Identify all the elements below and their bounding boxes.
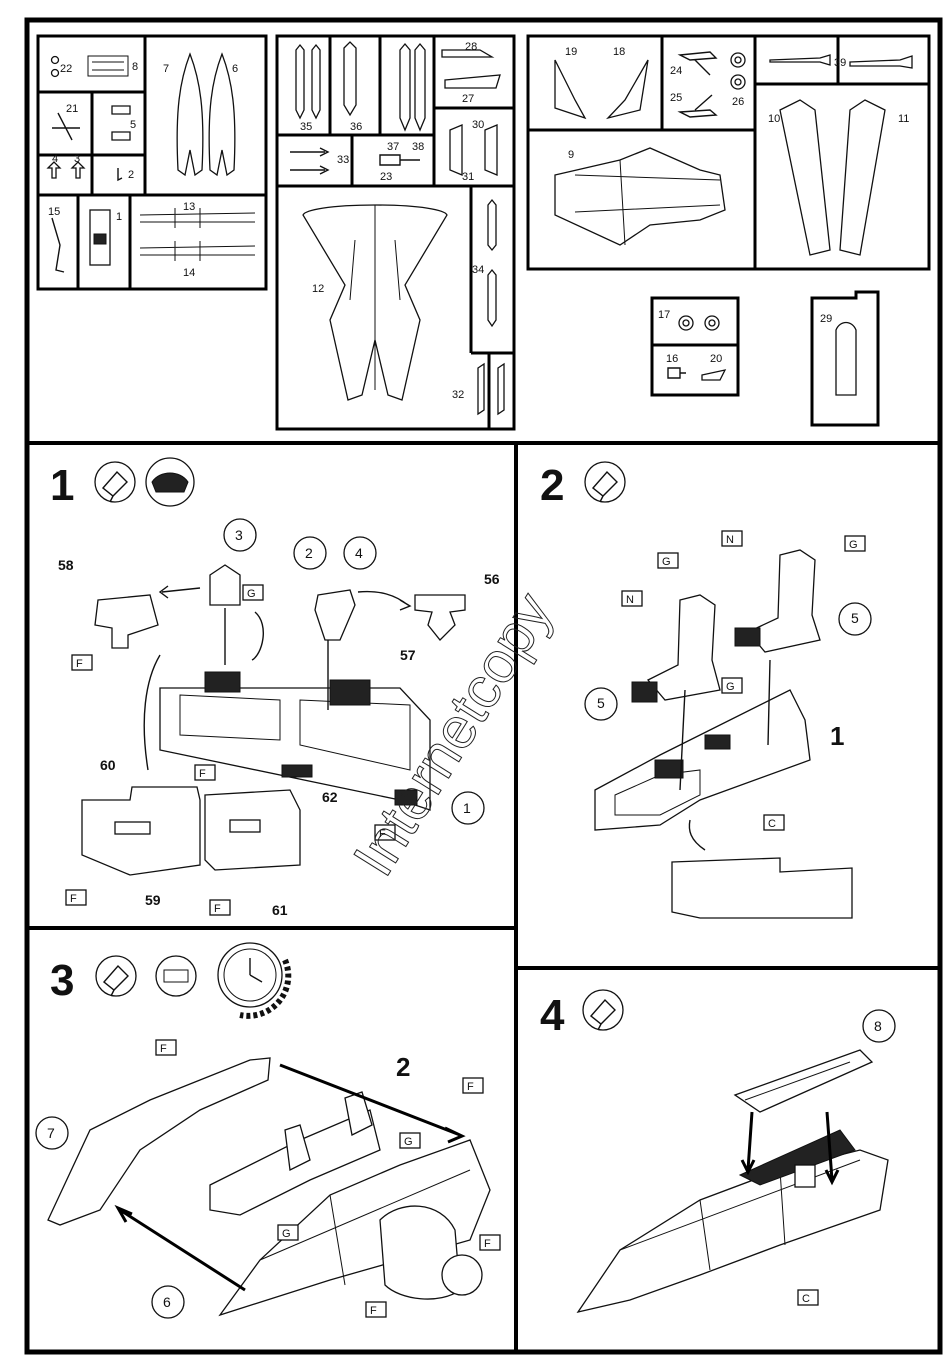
step-1-tag-f-5: F	[214, 903, 221, 915]
step-2-part-1: 1	[830, 721, 844, 751]
step-3-part-2: 2	[396, 1052, 410, 1082]
sprue-b-label-28: 28	[465, 41, 477, 53]
step-1-part-61: 61	[272, 902, 288, 918]
sprue-b-label-31: 31	[462, 171, 474, 183]
step-1-part-4: 4	[355, 545, 363, 561]
sprue-b-label-37: 37	[387, 141, 399, 153]
sprue-b-label-32: 32	[452, 389, 464, 401]
step-2: 2 5 5 1 G N N G G C	[540, 461, 871, 918]
step-3: 3 2 7 6 F F G G F F	[36, 943, 500, 1318]
step-1-part-1: 1	[463, 800, 471, 816]
sprue-a-label-2: 2	[128, 169, 134, 181]
sprue-c: 19 18 24 25 26 39 9 10 11	[528, 36, 929, 269]
step-3-tag-f-2: F	[467, 1081, 474, 1093]
step-3-tag-f-4: F	[370, 1305, 377, 1317]
sprue-a-label-7: 7	[163, 63, 169, 75]
step-1-part-58: 58	[58, 557, 74, 573]
step-3-number: 3	[50, 956, 74, 1005]
sprue-a-label-14: 14	[183, 267, 195, 279]
sprue-b: 28 27 35 36 37 38 33 23 30 31 12 34 32	[277, 36, 514, 429]
sprue-b-label-30: 30	[472, 119, 484, 131]
sprue-a-label-1: 1	[116, 211, 122, 223]
step-1-part-62: 62	[322, 789, 338, 805]
sprue-b-label-27: 27	[462, 93, 474, 105]
sprue-b-label-36: 36	[350, 121, 362, 133]
sprue-c-label-24: 24	[670, 65, 682, 77]
step-1-part-57: 57	[400, 647, 416, 663]
sprue-e-label-29: 29	[820, 313, 832, 325]
sprue-b-label-23: 23	[380, 171, 392, 183]
sprue-a-label-6: 6	[232, 63, 238, 75]
step-3-part-6: 6	[163, 1294, 171, 1310]
step-4-part-8: 8	[874, 1018, 882, 1034]
sprue-a: 22 8 7 6 21 5 4 3 2 15 1 13 14	[38, 36, 266, 289]
sprue-c-label-9: 9	[568, 149, 574, 161]
sprue-a-label-15: 15	[48, 206, 60, 218]
sprue-b-label-35: 35	[300, 121, 312, 133]
step-1: 1 3 2 4 58 56 57	[50, 458, 500, 918]
step-1-tag-g: G	[247, 588, 256, 600]
glue-icon	[95, 462, 135, 502]
sprue-c-label-10: 10	[768, 113, 780, 125]
sprue-a-label-4: 4	[52, 153, 58, 165]
step-1-tag-f-4: F	[70, 893, 77, 905]
sprue-e: 29	[812, 292, 878, 425]
step-3-tag-f-3: F	[484, 1238, 491, 1250]
glue-icon	[96, 956, 136, 996]
step-1-part-2: 2	[305, 545, 313, 561]
step-1-part-60: 60	[100, 757, 116, 773]
step-1-number: 1	[50, 461, 74, 510]
glue-icon	[583, 990, 623, 1030]
step-4: 4 8 C	[540, 990, 895, 1312]
step-2-tag-n-2: N	[726, 534, 734, 546]
sprue-c-label-19: 19	[565, 46, 577, 58]
sprue-a-label-22: 22	[60, 63, 72, 75]
step-3-part-7: 7	[47, 1125, 55, 1141]
sprue-a-label-3: 3	[74, 153, 80, 165]
sprue-a-label-21: 21	[66, 103, 78, 115]
sprue-d-label-17: 17	[658, 309, 670, 321]
sprue-c-label-39: 39	[834, 57, 846, 69]
step-2-tag-g-1: G	[662, 556, 671, 568]
sprue-b-label-12: 12	[312, 283, 324, 295]
sprue-c-label-18: 18	[613, 46, 625, 58]
glue-icon	[585, 462, 625, 502]
sprue-a-label-5: 5	[130, 119, 136, 131]
step-4-tag-c: C	[802, 1293, 810, 1305]
step-2-tag-g-2: G	[849, 539, 858, 551]
step-1-part-59: 59	[145, 892, 161, 908]
step-2-tag-g-3: G	[726, 681, 735, 693]
step-1-tag-f-2: F	[199, 768, 206, 780]
step-1-part-3: 3	[235, 527, 243, 543]
sprue-b-label-33: 33	[337, 154, 349, 166]
step-1-part-56: 56	[484, 571, 500, 587]
step-1-tag-f-1: F	[76, 658, 83, 670]
step-3-tag-g-2: G	[282, 1228, 291, 1240]
sprue-d-label-20: 20	[710, 353, 722, 365]
step-2-tag-c: C	[768, 818, 776, 830]
sprue-d-label-16: 16	[666, 353, 678, 365]
step-2-tag-n-1: N	[626, 594, 634, 606]
sprue-b-label-34: 34	[472, 264, 484, 276]
sprue-a-label-8: 8	[132, 61, 138, 73]
sprue-b-label-38: 38	[412, 141, 424, 153]
step-3-tag-g-1: G	[404, 1136, 413, 1148]
step-2-number: 2	[540, 461, 564, 510]
sprue-c-label-25: 25	[670, 92, 682, 104]
step-3-tag-f-1: F	[160, 1043, 167, 1055]
sprue-d: 17 16 20	[652, 298, 738, 395]
tape-icon	[156, 956, 196, 996]
step-4-number: 4	[540, 991, 565, 1040]
sprue-a-label-13: 13	[183, 201, 195, 213]
sprue-c-label-11: 11	[898, 113, 909, 125]
sprue-c-label-26: 26	[732, 96, 744, 108]
